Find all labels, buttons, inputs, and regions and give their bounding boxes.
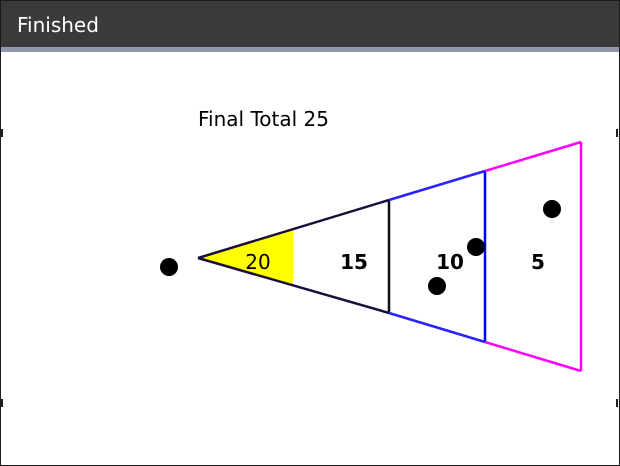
right-edge-tick [616, 399, 618, 407]
zone-boundary-lower-3 [484, 340, 582, 373]
left-edge-tick [1, 399, 3, 407]
left-edge-tick [1, 129, 3, 137]
title-bar: Finished [1, 1, 619, 52]
zone-boundary-lower-2 [388, 311, 486, 344]
zone-boundary-upper-3 [484, 140, 582, 173]
zone-boundary-upper-1 [197, 198, 390, 260]
right-edge-tick [616, 129, 618, 137]
final-total-label: Final Total 25 [198, 107, 329, 131]
puck[interactable] [467, 238, 485, 256]
window-title: Finished [17, 13, 99, 37]
zone-label-5: 5 [531, 250, 545, 274]
zone-boundary-lower-1 [197, 256, 390, 315]
zone-label-20: 20 [245, 250, 270, 274]
puck[interactable] [543, 200, 561, 218]
zone-label-10: 10 [436, 250, 464, 274]
zone-20-fill [198, 229, 293, 284]
puck[interactable] [160, 258, 178, 276]
puck[interactable] [428, 277, 446, 295]
zone-label-15: 15 [340, 250, 368, 274]
zone-boundary-upper-2 [388, 169, 486, 202]
